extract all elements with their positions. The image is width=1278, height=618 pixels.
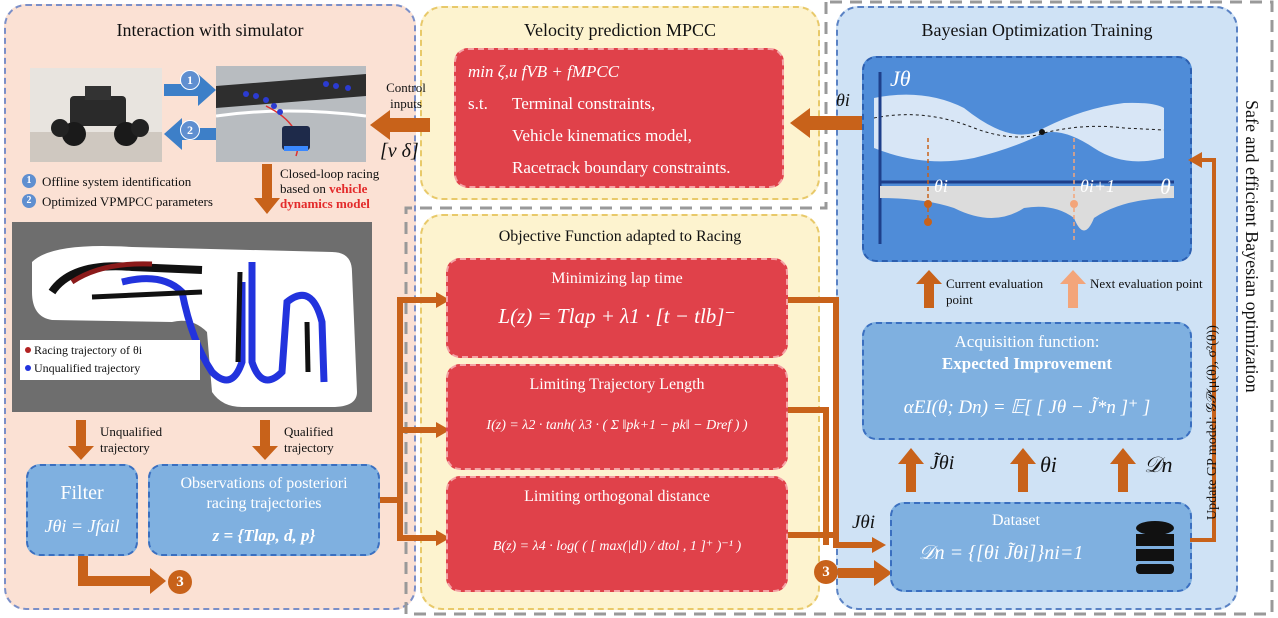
dataset-title: Dataset (992, 512, 1040, 529)
dataset-j-label: Jθi (852, 512, 876, 533)
filter-to-3-arrow (78, 556, 166, 594)
filter-equation: Jθi = Jfail (44, 516, 120, 536)
qualified-label: Qualified trajectory (284, 424, 334, 455)
acq-equation: αEI(θ; Dn) = 𝔼[ [ Jθ − J̃*n ]⁺ ] (903, 397, 1151, 418)
closed-loop-highlight: vehicle dynamics model (280, 181, 370, 211)
gp-axis-x: θ (1160, 174, 1171, 199)
unqualified-label: Unqualified trajectory (100, 424, 163, 455)
lap-time-title: Minimizing lap time (551, 270, 683, 287)
objective-title: Objective Function adapted to Racing (498, 228, 742, 245)
observation-box: Observations of posteriori racing trajec… (148, 464, 380, 556)
simulator-screenshot (216, 66, 366, 162)
bo-to-mpcc-arrow (790, 108, 866, 138)
objective-to-dataset-arrows (788, 297, 886, 553)
closed-loop-prefix: Closed-loop racing based on (280, 166, 380, 196)
acq-input-arrows (898, 448, 1136, 492)
sim-down-arrow (254, 164, 280, 214)
gp-plot (873, 72, 1174, 244)
length-equation: I(z) = λ2 · tanh( λ3 · ( Σ ‖pk+1 − pk‖ −… (486, 418, 748, 433)
length-title: Limiting Trajectory Length (529, 376, 705, 393)
legend-item-1: Offline system identification (42, 174, 192, 189)
mpcc-title: Velocity prediction MPCC (524, 20, 716, 40)
mpcc-to-sim-arrow (370, 110, 430, 140)
orthogonal-title: Limiting orthogonal distance (524, 488, 710, 505)
mpcc-line-2: Terminal constraints, (512, 94, 656, 113)
gp-axis-y: Jθ (890, 66, 911, 91)
acq-input-3: 𝒟n (1144, 452, 1173, 477)
control-vector: [v δ] (380, 140, 419, 162)
lap-time-equation: L(z) = Tlap + λ1 · [t − tlb]⁻ (498, 304, 736, 328)
next-eval-label: Next evaluation point (1090, 276, 1203, 291)
mpcc-line-3: Vehicle kinematics model, (512, 126, 692, 145)
next-eval-arrow (1060, 270, 1086, 308)
dataset-box: Dataset 𝒟n = {[θi J̃θi]}ni=1 (890, 502, 1192, 592)
mpcc-line-1: min ζ,u fVB + fMPCC (468, 62, 620, 81)
gp-update-loop (1188, 152, 1216, 542)
filter-title: Filter (60, 482, 104, 504)
unqualified-arrow (68, 420, 94, 460)
sim-panel-title: Interaction with simulator (116, 20, 304, 40)
acq-subtitle: Expected Improvement (941, 354, 1113, 373)
dataset-equation: 𝒟n = {[θi J̃θi]}ni=1 (918, 542, 1084, 564)
observation-equation: z = {Tlap, d, p} (212, 526, 316, 545)
legend-item-2: Optimized VPMPCC parameters (42, 194, 213, 209)
ref3-to-dataset-arrow (838, 560, 892, 586)
ref-3-right: 3 (814, 560, 838, 584)
theta-input-label: θi (836, 90, 850, 110)
qualified-arrow (252, 420, 278, 460)
acquisition-box: Acquisition function: Expected Improveme… (862, 322, 1192, 440)
acq-input-1: J̃θi (930, 452, 955, 474)
gp-point-next: θi+1 (1080, 176, 1115, 196)
legend-badge-1: 1 (22, 174, 36, 188)
track-legend-2: Unqualified trajectory (34, 361, 141, 375)
acq-title: Acquisition function: (954, 332, 1100, 351)
side-label: Safe and efficient Bayesian optimization (1242, 100, 1262, 393)
filter-box: Filter Jθi = Jfail (26, 464, 138, 556)
objective-box-length: Limiting Trajectory Length I(z) = λ2 · t… (446, 364, 788, 470)
objective-box-lap-time: Minimizing lap time L(z) = Tlap + λ1 · [… (446, 258, 788, 358)
orthogonal-equation: B(z) = λ4 · log( ( [ max(|d|) / dtol , 1… (492, 539, 742, 554)
legend-badge-2: 2 (22, 194, 36, 208)
badge-1: 1 (180, 70, 200, 90)
mpcc-line-4: Racetrack boundary constraints. (512, 158, 731, 177)
ref-3-left: 3 (168, 570, 192, 594)
current-eval-arrow (916, 270, 942, 308)
objective-box-orthogonal: Limiting orthogonal distance B(z) = λ4 ·… (446, 476, 788, 592)
car-photo (30, 68, 162, 162)
gp-update-label: Update GP model: 𝒢𝒫(μ(θ), σ²(θ)) (1205, 325, 1220, 520)
gp-point-i: θi (934, 176, 948, 196)
acq-input-2: θi (1040, 452, 1057, 477)
control-inputs-label: Control inputs (386, 80, 426, 111)
closed-loop-text: Closed-loop racing based on vehicle dyna… (280, 166, 410, 211)
mpcc-st: s.t. (468, 94, 488, 113)
track-legend-1: Racing trajectory of θi (34, 343, 143, 357)
observation-title: Observations of posteriori racing trajec… (180, 475, 348, 512)
database-icon (1136, 521, 1174, 574)
obs-to-objective-arrows (380, 292, 450, 546)
mpcc-box: min ζ,u fVB + fMPCC s.t. Terminal constr… (454, 48, 784, 188)
badge-2: 2 (180, 120, 200, 140)
track-image (12, 222, 372, 412)
bo-title: Bayesian Optimization Training (921, 20, 1153, 40)
current-eval-label: Current evaluation point (946, 276, 1044, 307)
